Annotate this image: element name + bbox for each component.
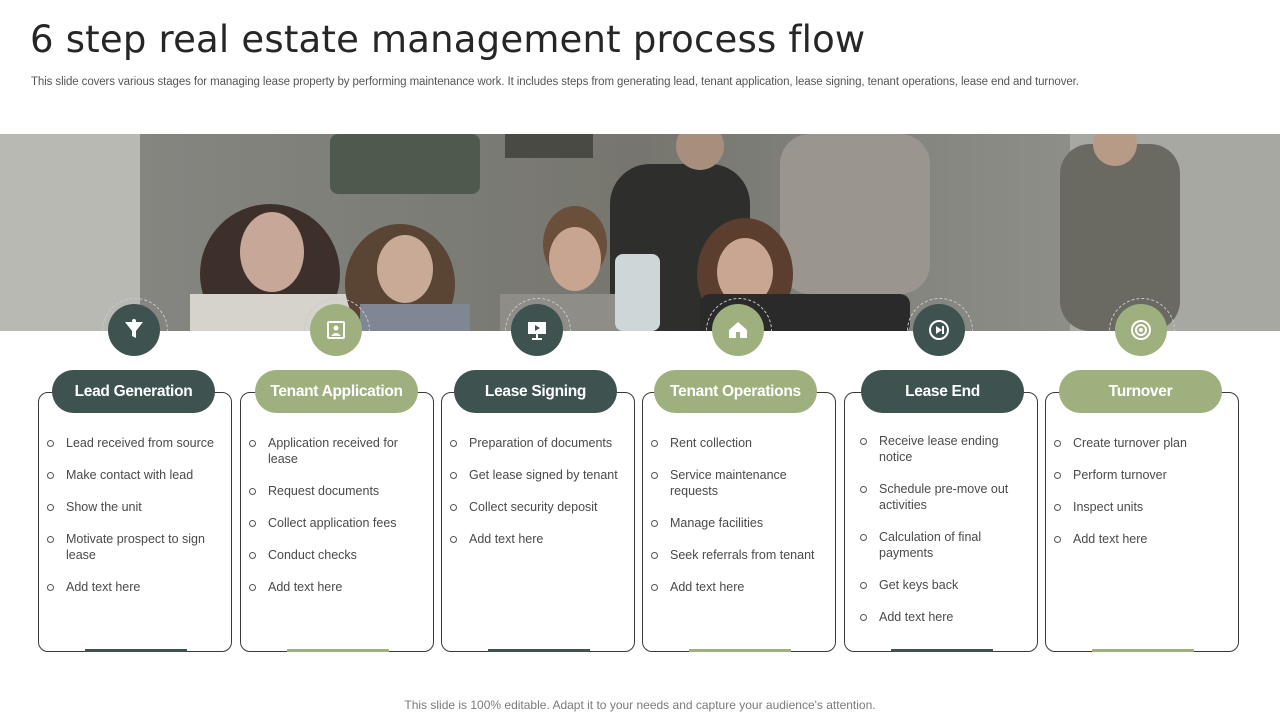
step-list-tenant-operations: Rent collection Service maintenance requ…	[650, 435, 830, 611]
page-subtitle: This slide covers various stages for man…	[31, 76, 1079, 88]
list-item: Lead received from source	[46, 435, 218, 451]
list-item: Application received for lease	[248, 435, 420, 467]
target-icon	[1115, 304, 1167, 356]
application-document-icon	[310, 304, 362, 356]
list-item: Request documents	[248, 483, 420, 499]
card-accent-bar	[287, 649, 389, 652]
step-list-turnover: Create turnover plan Perform turnover In…	[1053, 435, 1228, 563]
list-item: Add text here	[449, 531, 627, 547]
list-item: Motivate prospect to sign lease	[46, 531, 218, 563]
list-item: Rent collection	[650, 435, 830, 451]
card-accent-bar	[891, 649, 993, 652]
card-accent-bar	[689, 649, 791, 652]
step-card-lead-generation	[38, 392, 232, 652]
list-item: Get keys back	[859, 577, 1024, 593]
list-item: Inspect units	[1053, 499, 1228, 515]
list-item: Preparation of documents	[449, 435, 627, 451]
list-item: Calculation of final payments	[859, 529, 1024, 561]
step-card-lease-end	[844, 392, 1038, 652]
list-item: Add text here	[859, 609, 1024, 625]
list-item: Add text here	[1053, 531, 1228, 547]
page-title: 6 step real estate management process fl…	[30, 18, 866, 61]
list-item: Show the unit	[46, 499, 218, 515]
step-list-lease-end: Receive lease ending notice Schedule pre…	[859, 433, 1024, 641]
step-heading-tenant-operations: Tenant Operations	[654, 370, 817, 413]
step-heading-lead-generation: Lead Generation	[52, 370, 215, 413]
list-item: Add text here	[650, 579, 830, 595]
step-list-lease-signing: Preparation of documents Get lease signe…	[449, 435, 627, 563]
step-list-tenant-application: Application received for lease Request d…	[248, 435, 420, 611]
list-item: Service maintenance requests	[650, 467, 830, 499]
step-card-turnover	[1045, 392, 1239, 652]
list-item: Collect application fees	[248, 515, 420, 531]
step-heading-tenant-application: Tenant Application	[255, 370, 418, 413]
list-item: Manage facilities	[650, 515, 830, 531]
step-list-lead-generation: Lead received from source Make contact w…	[46, 435, 218, 611]
presentation-board-icon	[511, 304, 563, 356]
house-icon	[712, 304, 764, 356]
list-item: Collect security deposit	[449, 499, 627, 515]
card-accent-bar	[85, 649, 187, 652]
step-heading-lease-end: Lease End	[861, 370, 1024, 413]
list-item: Schedule pre-move out activities	[859, 481, 1024, 513]
list-item: Get lease signed by tenant	[449, 467, 627, 483]
list-item: Perform turnover	[1053, 467, 1228, 483]
funnel-icon	[108, 304, 160, 356]
list-item: Add text here	[46, 579, 218, 595]
list-item: Create turnover plan	[1053, 435, 1228, 451]
step-card-lease-signing	[441, 392, 635, 652]
list-item: Make contact with lead	[46, 467, 218, 483]
list-item: Receive lease ending notice	[859, 433, 1024, 465]
card-accent-bar	[1092, 649, 1194, 652]
play-stop-icon	[913, 304, 965, 356]
step-card-tenant-operations	[642, 392, 836, 652]
card-accent-bar	[488, 649, 590, 652]
footer-note: This slide is 100% editable. Adapt it to…	[404, 698, 876, 712]
step-heading-lease-signing: Lease Signing	[454, 370, 617, 413]
team-meeting-photo	[0, 134, 1280, 331]
list-item: Conduct checks	[248, 547, 420, 563]
list-item: Seek referrals from tenant	[650, 547, 830, 563]
step-heading-turnover: Turnover	[1059, 370, 1222, 413]
list-item: Add text here	[248, 579, 420, 595]
